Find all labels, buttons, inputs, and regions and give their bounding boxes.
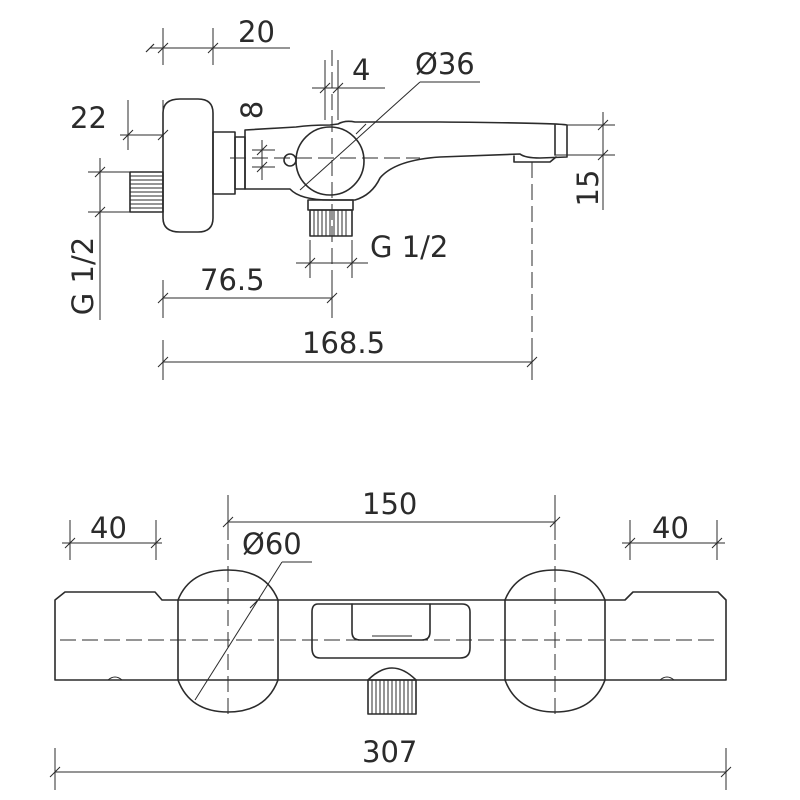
dim-40-left: 40: [62, 511, 162, 560]
dim-76-5: 76.5: [157, 263, 338, 318]
dim-4-label: 4: [352, 53, 370, 87]
button-detail: [283, 153, 297, 167]
body-neck: [212, 131, 236, 195]
dim-15-label: 15: [571, 170, 605, 207]
spout-inner: [351, 603, 431, 641]
dim-8: 8: [235, 101, 275, 180]
bottom-connector: [367, 667, 417, 715]
mixer-body: [244, 120, 568, 201]
dim-40-right: 40: [622, 511, 725, 560]
left-end-detail: [107, 676, 123, 681]
front-view: 40 150 40 Ø60: [49, 487, 732, 790]
dim-15: 15: [555, 112, 615, 210]
dim-22-label: 22: [70, 101, 107, 135]
dim-8-label: 8: [235, 101, 269, 119]
left-thread-connector: [129, 171, 164, 213]
spout-pocket: [311, 603, 471, 659]
dim-dia36-label: Ø36: [415, 47, 475, 81]
dim-76-5-label: 76.5: [200, 263, 265, 297]
dim-g12-bottom: G 1/2: [296, 230, 448, 278]
dim-20-label: 20: [238, 15, 275, 49]
dim-168-5-label: 168.5: [302, 326, 385, 360]
dim-dia36: Ø36: [299, 47, 480, 191]
dim-g12-left-label: G 1/2: [66, 237, 100, 315]
body-collar: [234, 136, 246, 190]
dim-20: 20: [145, 15, 290, 65]
dim-g12-bottom-label: G 1/2: [370, 230, 448, 264]
dim-307: 307: [49, 735, 732, 790]
mixer-bar: [54, 591, 727, 681]
dim-4: 4: [312, 53, 385, 120]
side-view: 20 4 Ø36 22: [66, 15, 615, 380]
dim-dia60: Ø60: [194, 527, 312, 701]
right-end-detail: [659, 676, 675, 681]
dim-150: 150: [222, 487, 561, 540]
dim-40-right-label: 40: [652, 511, 689, 545]
wall-rosette: [162, 98, 214, 233]
dim-40-left-label: 40: [90, 511, 127, 545]
bottom-thread-connector: [307, 199, 354, 237]
dim-g12-left: G 1/2: [66, 158, 130, 320]
dim-307-label: 307: [362, 735, 417, 769]
dim-dia60-label: Ø60: [242, 527, 302, 561]
dim-22: 22: [70, 100, 169, 150]
dim-150-label: 150: [362, 487, 417, 521]
dim-168-5: 168.5: [157, 326, 538, 380]
